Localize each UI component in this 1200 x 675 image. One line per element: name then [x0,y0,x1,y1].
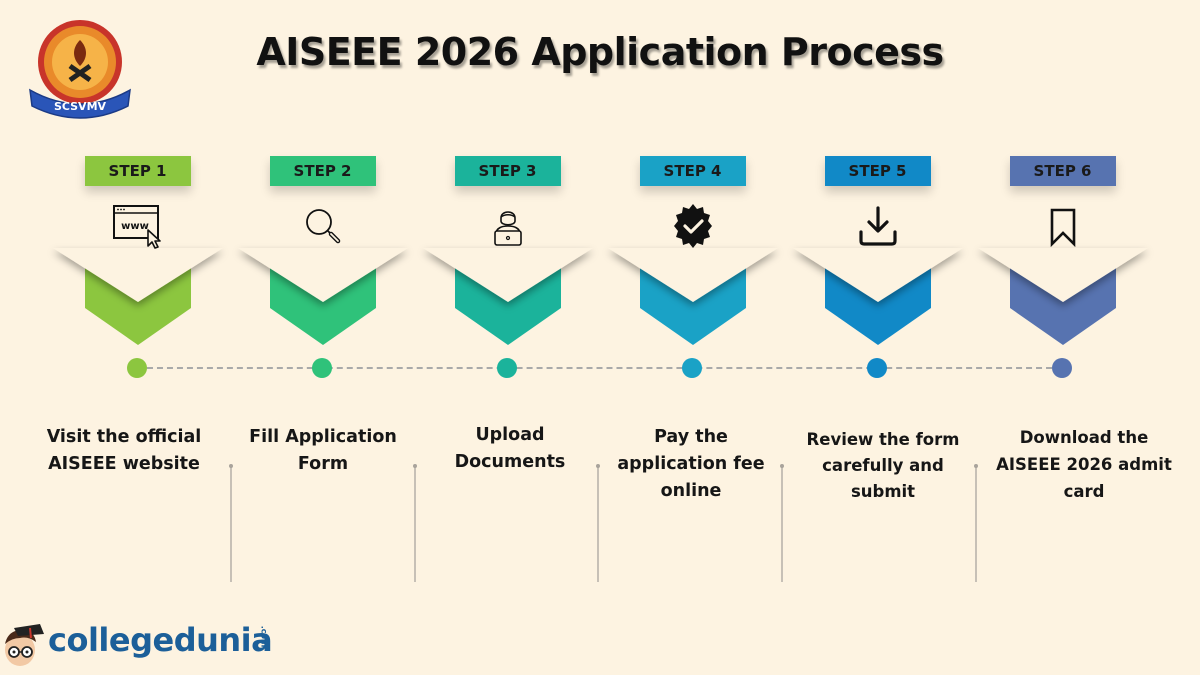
step-6: STEP 6 [970,150,1155,380]
step-6-description: Download the AISEEE 2026 admit card [996,428,1172,501]
svg-text:www: www [121,221,149,232]
step-4-dot [682,358,702,378]
web-browser-click-icon: www [112,205,161,249]
bookmark-icon [1050,208,1075,248]
user-laptop-icon [493,211,522,246]
brand-name: collegedunia [48,621,273,659]
search-icon [305,209,340,244]
step-6-chevron [977,248,1148,345]
step-4-label: STEP 4 [639,156,746,186]
step-3-description: Upload Documents [454,425,566,472]
university-emblem-icon: SCSVMV [29,20,131,119]
mascot-icon [5,624,44,666]
step-1-chevron [52,248,223,345]
step-5-description: Review the form carefully and submit [806,430,960,501]
step-1-label: STEP 1 [84,156,191,186]
step-2-description: Fill Application Form [249,427,397,474]
verified-badge-icon [673,204,712,248]
collegedunia-brand: collegedunia .com [0,618,280,668]
step-6-dot [1052,358,1072,378]
step-4: STEP 4 [600,150,785,380]
step-5-label: STEP 5 [824,156,931,186]
brand-suffix: .com [259,625,269,648]
step-6-label: STEP 6 [1009,156,1116,186]
step-4-chevron [607,248,778,345]
step-3-chevron [422,248,593,345]
step-3-label: STEP 3 [454,156,561,186]
step-3-dot [497,358,517,378]
step-1: STEP 1 www [45,150,230,380]
step-2-label: STEP 2 [269,156,376,186]
divider-line [780,464,784,582]
step-2: STEP 2 [230,150,415,380]
step-1-description: Visit the official AISEEE website [46,427,202,474]
step-3: STEP 3 [415,150,600,380]
step-5: STEP 5 [785,150,970,380]
divider-line [596,464,600,582]
step-5-dot [867,358,887,378]
step-4-description: Pay the application fee online [617,427,765,501]
divider-line [974,464,978,582]
divider-line [229,464,233,582]
page-title: AISEEE 2026 Application Process [256,30,944,74]
step-1-dot [127,358,147,378]
download-icon [858,206,897,246]
university-logo: SCSVMV [24,14,136,124]
step-2-dot [312,358,332,378]
timeline-dashed-line [137,367,1062,369]
divider-line [413,464,417,582]
step-2-chevron [237,248,408,345]
svg-text:SCSVMV: SCSVMV [54,100,107,113]
step-5-chevron [792,248,963,345]
